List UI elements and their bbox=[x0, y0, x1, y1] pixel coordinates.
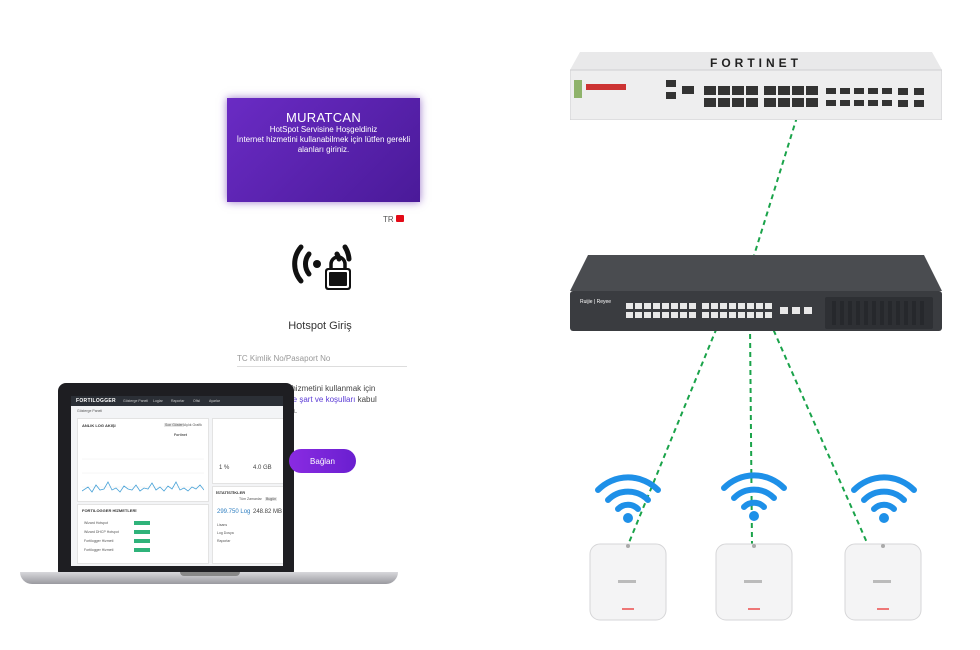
service-label: Wizard DHCP Hotspot bbox=[84, 530, 119, 534]
connect-button[interactable]: Bağlan bbox=[289, 449, 356, 473]
portal-welcome: HotSpot Servisine Hoşgeldiniz bbox=[269, 125, 378, 134]
menu-reports[interactable]: Raporlar bbox=[171, 399, 185, 403]
disk-percent: 1 % bbox=[219, 465, 230, 471]
fortilogger-navbar: FORTILOGGER Gösterge Paneli Loglar Rapor… bbox=[71, 396, 283, 406]
chart-tab-recent[interactable]: Son Gösteri bbox=[164, 423, 185, 427]
cable-switch-ap2 bbox=[749, 324, 753, 546]
laptop-trackpad-notch bbox=[180, 572, 240, 576]
portal-instruction: İnternet hizmetini kullanabilmek için lü… bbox=[236, 135, 411, 154]
chart-tab-monthly[interactable]: Aylık Grafik bbox=[184, 423, 202, 427]
laptop-base bbox=[20, 572, 398, 584]
cable-switch-ap3 bbox=[769, 321, 869, 546]
language-selector[interactable]: TR bbox=[383, 215, 394, 224]
chart-legend-title: Fortinet bbox=[174, 433, 188, 437]
wifi-icon bbox=[721, 472, 787, 521]
service-toggle[interactable] bbox=[134, 539, 150, 543]
stats-title: İSTATİSTİKLER bbox=[216, 490, 246, 495]
firewall-ports bbox=[666, 80, 924, 107]
menu-office[interactable]: Ofisl bbox=[193, 399, 200, 403]
services-card: FORTILOGGER HİZMETLERİ Wizard Hotspot Wi… bbox=[77, 504, 209, 564]
cable-firewall-switch bbox=[751, 116, 798, 263]
switch-ports bbox=[626, 303, 812, 318]
log-stream-card: ANLIK LOG AKIŞI Son Gösteri Aylık Grafik… bbox=[77, 418, 209, 502]
fortilogger-logo: FORTILOGGER bbox=[76, 398, 116, 404]
breadcrumb: Gösterge Paneli bbox=[77, 409, 103, 413]
stats-tab-all[interactable]: Tüm Zamanlar bbox=[239, 497, 262, 501]
menu-logs[interactable]: Loglar bbox=[153, 399, 163, 403]
disk-size: 4.0 GB bbox=[253, 465, 272, 471]
menu-dashboard[interactable]: Gösterge Paneli bbox=[123, 399, 149, 403]
terms-prefix: İnternet hizmetini kullanmak için bbox=[262, 384, 376, 393]
stats-tab-today[interactable]: Bugün bbox=[265, 497, 278, 501]
cable-switch-ap1 bbox=[627, 319, 721, 546]
info-label: Lisans bbox=[217, 523, 228, 527]
disk-card: 1 % 4.0 GB bbox=[212, 418, 283, 484]
terms-link[interactable]: Sözleşme şart ve koşulları bbox=[262, 395, 356, 404]
service-toggle[interactable] bbox=[134, 530, 150, 534]
portal-brand: MURATCAN bbox=[285, 110, 362, 125]
hotspot-lock-icon bbox=[292, 244, 352, 290]
log-count: 299.750 Log bbox=[217, 509, 251, 515]
service-label: Fortilogger Hizmeti bbox=[84, 539, 114, 543]
access-point bbox=[715, 543, 793, 621]
turkey-flag-icon[interactable] bbox=[396, 215, 404, 222]
fortilogger-dashboard: FORTILOGGER Gösterge Paneli Loglar Rapor… bbox=[71, 396, 283, 566]
info-label: Raporlar bbox=[217, 539, 231, 543]
service-label: Fortilogger Hizmeti bbox=[84, 548, 114, 552]
access-point bbox=[844, 543, 922, 621]
service-toggle[interactable] bbox=[134, 548, 150, 552]
hotspot-login-title: Hotspot Giriş bbox=[288, 320, 352, 332]
firewall-brand: FORTINET bbox=[710, 56, 802, 70]
service-toggle[interactable] bbox=[134, 521, 150, 525]
wifi-icon bbox=[595, 474, 661, 523]
fortigate-firewall: FORTINET bbox=[570, 52, 942, 120]
log-stream-chart bbox=[82, 458, 204, 493]
menu-settings[interactable]: Ayarlar bbox=[209, 399, 221, 403]
portal-banner: MURATCAN HotSpot Servisine Hoşgeldiniz İ… bbox=[227, 98, 420, 202]
log-size: 248.82 MB bbox=[253, 509, 283, 515]
chart-title: ANLIK LOG AKIŞI bbox=[82, 423, 116, 428]
id-number-input[interactable] bbox=[237, 350, 407, 367]
ruijie-switch: Ruijie | Reyee bbox=[570, 255, 942, 331]
access-point bbox=[589, 543, 667, 621]
service-label: Wizard Hotspot bbox=[84, 521, 108, 525]
info-label: Log Dosya bbox=[217, 531, 234, 535]
statistics-card: İSTATİSTİKLER Tüm Zamanlar Bugün 299.750… bbox=[212, 486, 283, 564]
switch-brand: Ruijie | Reyee bbox=[580, 299, 611, 305]
wifi-icon bbox=[851, 474, 917, 523]
services-title: FORTILOGGER HİZMETLERİ bbox=[82, 508, 137, 513]
